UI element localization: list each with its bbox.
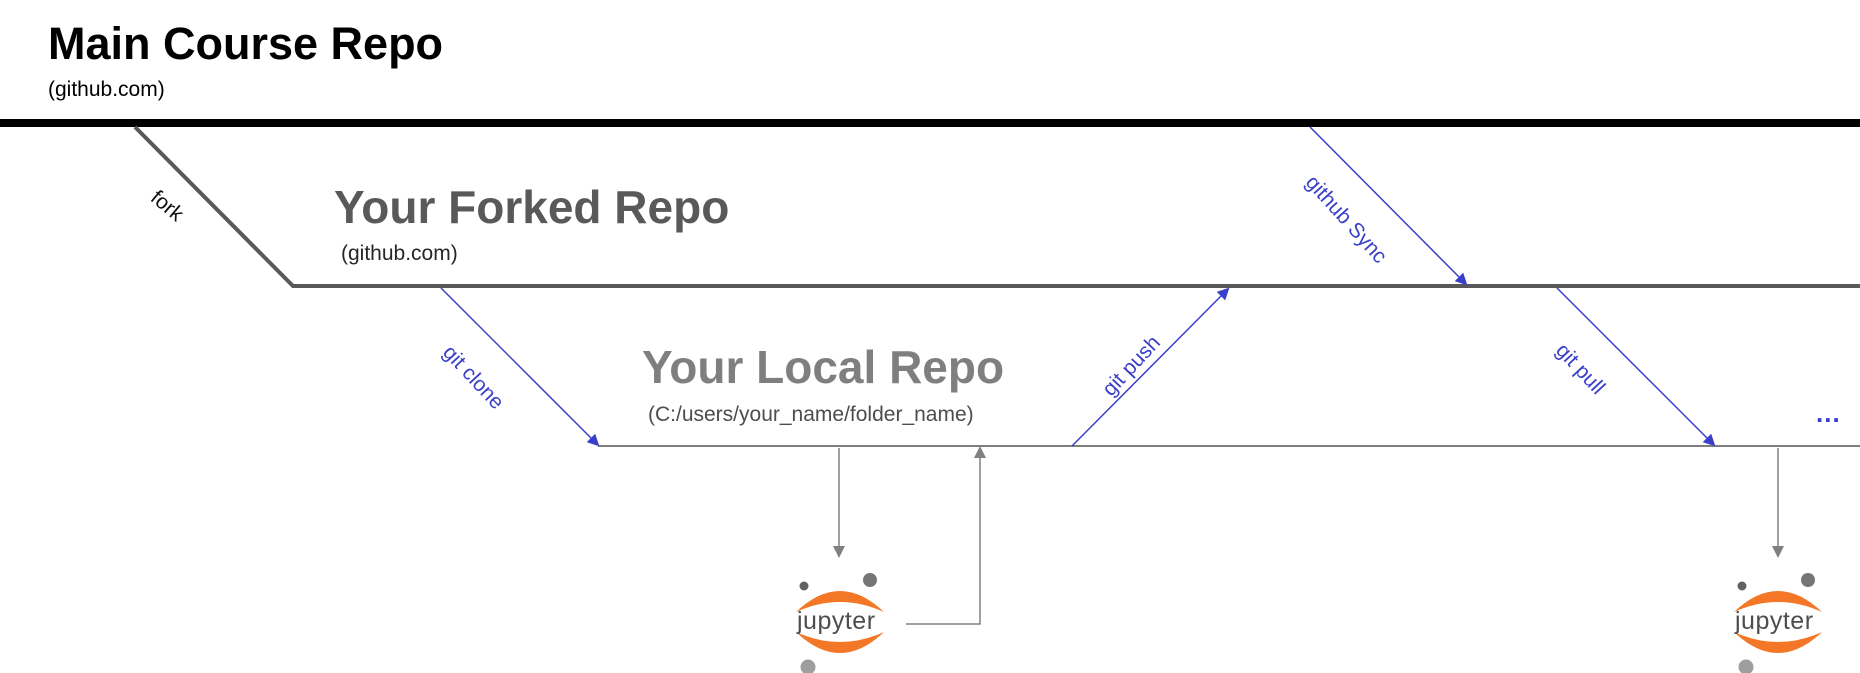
jupyter-label-2: jupyter xyxy=(1735,607,1814,635)
continuation-ellipsis: ... xyxy=(1816,398,1841,428)
jupyter-logo-icon xyxy=(796,573,884,673)
forked-repo-title: Your Forked Repo xyxy=(334,181,730,233)
main-repo-subtitle: (github.com) xyxy=(48,78,165,101)
git-clone-arrow xyxy=(440,287,600,447)
main-repo-title: Main Course Repo xyxy=(48,18,444,69)
local-repo-subtitle: (C:/users/your_name/folder_name) xyxy=(648,403,974,426)
jupyter-label-1: jupyter xyxy=(797,607,876,635)
fork-line xyxy=(133,125,1860,288)
git-pull-arrow xyxy=(1556,287,1716,447)
save-notebook-arrow xyxy=(906,446,986,625)
local-repo-title: Your Local Repo xyxy=(642,341,1005,393)
github-sync-arrow xyxy=(1309,126,1468,286)
jupyter-logo-icon xyxy=(1734,573,1822,673)
forked-repo-subtitle: (github.com) xyxy=(341,242,458,265)
git-push-arrow xyxy=(1071,287,1230,447)
